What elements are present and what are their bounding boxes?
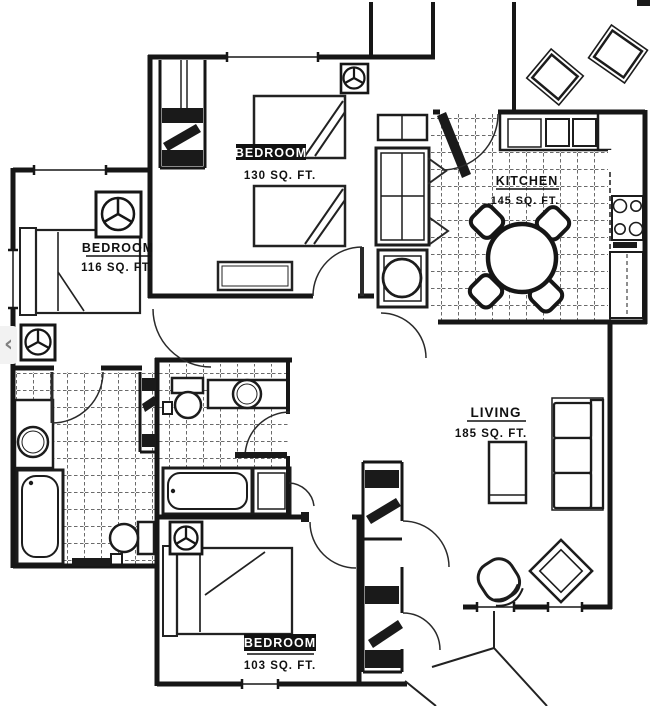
hall-bath-fixtures	[161, 376, 292, 516]
chevron-left-icon: ‹	[3, 332, 14, 357]
svg-text:185 SQ. FT.: 185 SQ. FT.	[455, 428, 527, 440]
room-label-living: LIVING 185 SQ. FT.	[455, 405, 527, 440]
room-labels: BEDROOM 130 SQ. FT. BEDROOM 116 SQ. FT. …	[81, 144, 559, 672]
kitchen-sink	[572, 118, 597, 147]
armchair	[476, 557, 524, 607]
room-label-bedroom-116: BEDROOM 116 SQ. FT.	[81, 241, 154, 274]
svg-text:LIVING: LIVING	[470, 405, 521, 420]
svg-text:130 SQ. FT.: 130 SQ. FT.	[244, 170, 316, 182]
closet-door-swing	[288, 482, 315, 507]
svg-text:145 SQ. FT.: 145 SQ. FT.	[491, 195, 560, 207]
bedroom-116-furniture	[19, 227, 142, 316]
bed	[175, 546, 294, 636]
svg-text:116 SQ. FT.: 116 SQ. FT.	[81, 262, 153, 274]
thresholds	[72, 0, 650, 566]
hall-bath-door-swing	[244, 411, 291, 458]
coffee-table	[487, 440, 528, 505]
ceiling-fan-icon	[94, 190, 143, 239]
ceiling-fans	[19, 62, 370, 556]
bifold-door-marks	[427, 157, 450, 245]
doors	[50, 112, 499, 651]
svg-text:KITCHEN: KITCHEN	[496, 174, 559, 188]
dresser	[216, 260, 294, 292]
room-label-kitchen: KITCHEN 145 SQ. FT.	[491, 174, 560, 207]
ceiling-fan-icon	[168, 520, 204, 556]
bedroom-103-door-swing	[309, 521, 357, 569]
closet-door-swing	[402, 520, 450, 568]
patio-chairs	[525, 23, 649, 107]
toilet-tank	[170, 376, 205, 395]
room-label-bedroom-103: BEDROOM 103 SQ. FT.	[244, 634, 316, 672]
toilet	[108, 522, 140, 554]
room-label-bedroom-130: BEDROOM 130 SQ. FT.	[235, 144, 316, 182]
walls	[8, 2, 648, 689]
kitchen-sink	[545, 118, 570, 147]
bedroom-116-door-swing	[152, 308, 212, 368]
closet-door-swing	[402, 612, 441, 651]
svg-text:103 SQ. FT.: 103 SQ. FT.	[244, 660, 316, 672]
bed	[252, 184, 347, 248]
bedroom-130-furniture	[216, 94, 347, 292]
bedroom-103-furniture	[162, 545, 294, 637]
toilet	[173, 390, 203, 420]
living-room-furniture	[476, 397, 605, 607]
front-door-swing	[441, 113, 499, 171]
stove-burners	[611, 195, 644, 248]
front-door-leaf	[437, 112, 471, 178]
patio-chair	[525, 47, 585, 107]
sofa-back	[589, 398, 605, 510]
svg-text:BEDROOM: BEDROOM	[235, 146, 307, 160]
ceiling-fan-icon	[19, 323, 57, 362]
patio-chair	[587, 23, 649, 85]
previous-image-arrow[interactable]: ‹	[0, 326, 17, 364]
closet-shelves	[142, 60, 403, 668]
headboard	[19, 227, 37, 316]
svg-text:BEDROOM: BEDROOM	[244, 636, 316, 650]
headboard	[162, 545, 178, 637]
bedroom-130-door-swing	[312, 246, 363, 297]
windows	[8, 52, 584, 689]
closet-rod	[180, 60, 188, 108]
exterior-lines	[404, 611, 548, 706]
scan-artifact	[637, 0, 650, 6]
master-bath-fixtures	[13, 398, 156, 566]
utility-closets	[374, 113, 431, 309]
bed	[34, 228, 142, 315]
toilet-tank	[136, 520, 156, 556]
svg-text:BEDROOM: BEDROOM	[82, 241, 154, 255]
dining-table	[485, 221, 559, 295]
dishwasher	[507, 118, 542, 148]
dining-chair	[468, 203, 506, 240]
dining-set	[467, 203, 572, 314]
water-heater-door-swing	[380, 312, 427, 359]
ceiling-fan-icon	[339, 62, 370, 95]
master-bath-door-swing	[51, 371, 104, 424]
